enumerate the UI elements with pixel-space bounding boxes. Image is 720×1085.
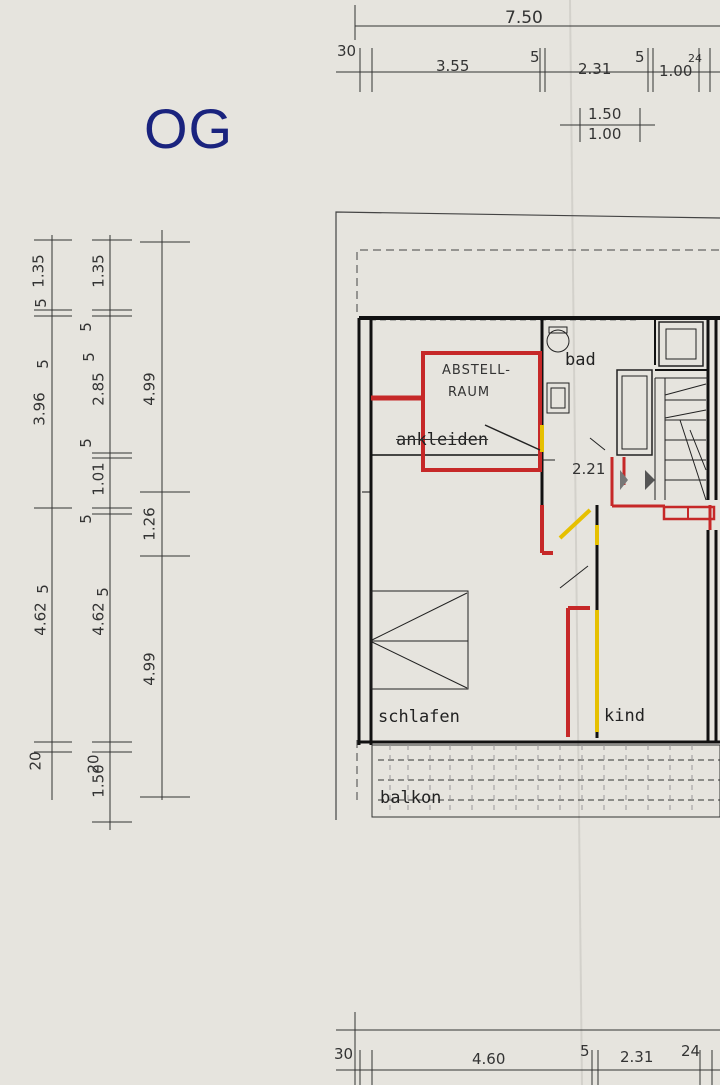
room-label-kind: kind: [604, 706, 645, 726]
dim-c1-135: 1.35: [29, 254, 48, 288]
dim-c1-462: 4.62: [31, 602, 50, 636]
dim-c1-396: 3.96: [30, 392, 49, 426]
top-dimension-lines: [336, 5, 720, 142]
dim-c1-20: 20: [26, 751, 45, 771]
dim-c2-101: 1.01: [89, 462, 108, 496]
dim-c3-499a: 4.99: [140, 372, 159, 406]
dim-bottom-30: 30: [334, 1045, 354, 1063]
room-label-balkon: balkon: [380, 788, 442, 808]
floor-label: OG: [144, 97, 234, 160]
left-dimension-lines: [34, 230, 190, 830]
dim-bottom-231: 2.31: [620, 1048, 654, 1066]
dim-stair-221: 2.21: [572, 460, 606, 478]
dim-c2-150: 1.50: [89, 764, 108, 798]
dim-top-30: 30: [337, 42, 357, 60]
dim-c2-135: 1.35: [89, 254, 108, 288]
dim-top-5b: 5: [635, 48, 645, 66]
dim-bottom-460: 4.60: [472, 1050, 506, 1068]
dim-c3-499b: 4.99: [140, 652, 159, 686]
dim-c2-462: 4.62: [89, 602, 108, 636]
dim-bottom-5: 5: [580, 1042, 590, 1060]
dim-top-24: 24: [688, 52, 702, 65]
bottom-dimension-lines: [336, 1012, 720, 1085]
dim-top-5a: 5: [530, 48, 540, 66]
dim-c1-sup2: 5: [33, 584, 52, 594]
dim-c1-sup1: 5: [33, 359, 52, 369]
dim-total-width: 7.50: [505, 8, 543, 28]
dim-c2-5b: 5: [76, 438, 95, 448]
dim-c2-285: 2.85: [89, 372, 108, 406]
dim-top-355: 3.55: [436, 57, 470, 75]
dim-c3-126: 1.26: [140, 507, 159, 541]
dim-top-100b: 1.00: [588, 125, 622, 143]
dim-c2-sup2: 5: [93, 587, 112, 597]
room-label-abstellraum-2: RAUM: [448, 385, 491, 400]
dim-top-100: 1.00: [659, 62, 693, 80]
fixtures: [370, 321, 708, 690]
room-label-abstellraum-1: ABSTELL-: [442, 363, 511, 378]
dim-c2-5a: 5: [76, 322, 95, 332]
room-label-ankleiden: ankleiden: [396, 430, 489, 450]
dim-c1-5: 5: [31, 298, 50, 308]
dim-c2-sup1: 5: [79, 352, 98, 362]
dim-top-150: 1.50: [588, 105, 622, 123]
dim-c2-5c: 5: [76, 514, 95, 524]
balcony: [371, 744, 720, 818]
room-label-bad: bad: [565, 350, 596, 370]
dim-top-231: 2.31: [578, 60, 612, 78]
yellow-doors: [540, 425, 599, 732]
dim-bottom-24: 24: [681, 1042, 701, 1060]
room-label-schlafen: schlafen: [378, 707, 460, 727]
